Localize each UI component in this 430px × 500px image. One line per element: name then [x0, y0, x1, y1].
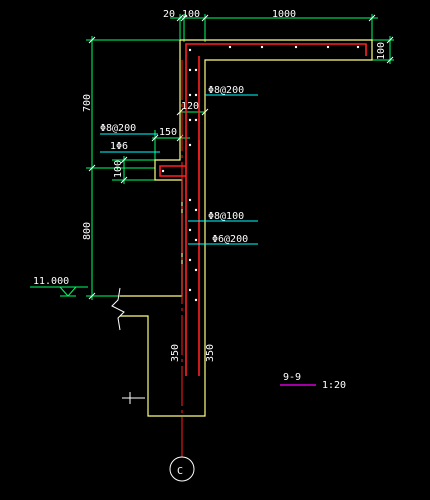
- concrete-outline: [120, 39, 373, 417]
- dim-350-left: 350: [170, 344, 181, 362]
- section-scale: 1:20: [322, 380, 346, 391]
- axis-bubble: [169, 456, 195, 482]
- rebar-dots: [161, 45, 360, 302]
- dim-800: 800: [82, 222, 93, 240]
- leader-lines: [100, 94, 258, 245]
- rebar-label-2: Φ8@200: [100, 123, 136, 134]
- level-marker: [122, 392, 145, 404]
- break-line: [111, 287, 125, 331]
- dim-350-right: 350: [205, 344, 216, 362]
- rebar-label-3: 1Φ6: [110, 141, 128, 152]
- elevation-label: 11.000: [33, 276, 69, 287]
- dimension-lines: [30, 14, 394, 300]
- dim-20: 20: [163, 9, 175, 20]
- dim-700: 700: [82, 94, 93, 112]
- section-label: 9-9: [283, 372, 301, 383]
- rebar-label-4: Φ8@100: [208, 211, 244, 222]
- dim-120: 120: [181, 101, 199, 112]
- rebar-label-5: Φ6@200: [212, 234, 248, 245]
- rebar-lines: [159, 43, 367, 376]
- dim-100-top: 100: [182, 9, 200, 20]
- dim-1000: 1000: [272, 9, 296, 20]
- dim-100-right: 100: [376, 42, 387, 60]
- dim-100-left: 100: [113, 160, 124, 178]
- rebar-label-1: Φ8@200: [208, 85, 244, 96]
- dimension-ticks: [88, 14, 394, 300]
- axis-label: C: [177, 466, 183, 477]
- dim-150: 150: [159, 127, 177, 138]
